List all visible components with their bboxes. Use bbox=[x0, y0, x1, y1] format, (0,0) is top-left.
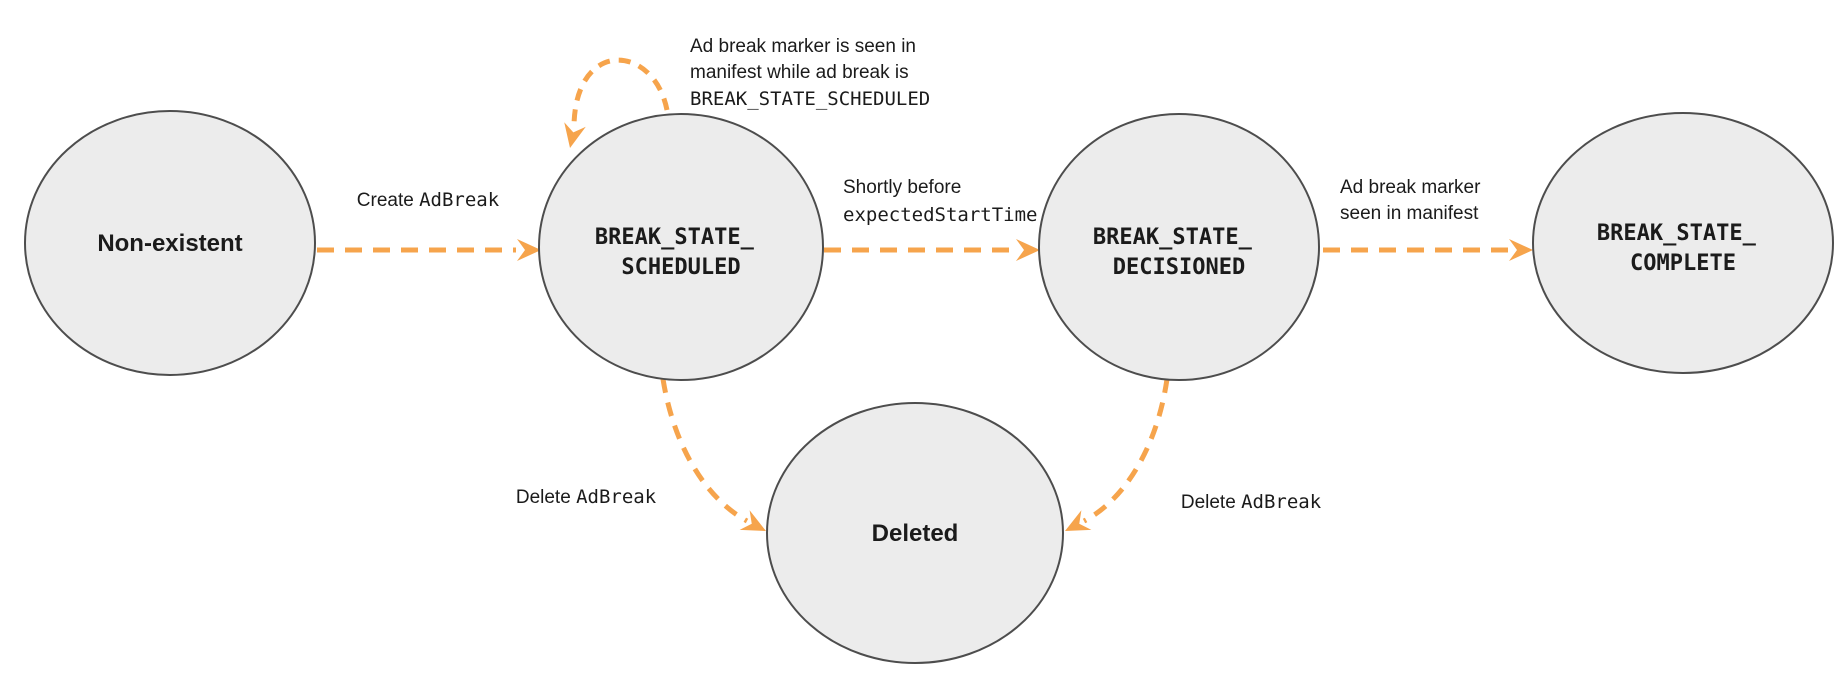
edge-delete-left-label-plain: Delete bbox=[516, 487, 576, 508]
state-circle bbox=[1532, 112, 1834, 374]
edge-self-loop-label-line2: manifest while ad break is bbox=[690, 62, 909, 83]
edge-marker-seen-label-line1: Ad break marker bbox=[1340, 177, 1481, 198]
arrowhead-icon bbox=[1509, 239, 1533, 261]
edge-shortly-before-label: Shortly before expectedStartTime bbox=[843, 177, 1037, 226]
state-label-non-existent: Non-existent bbox=[97, 230, 242, 257]
edge-delete-right-label: Delete AdBreak bbox=[1181, 491, 1322, 513]
state-label-decisioned: BREAK_STATE_ DECISIONED bbox=[1093, 225, 1265, 280]
state-circle bbox=[766, 402, 1064, 664]
arrowhead-icon bbox=[517, 239, 541, 261]
edge-delete-from-scheduled: Delete AdBreak bbox=[516, 378, 766, 531]
arrowhead-icon bbox=[1065, 510, 1092, 531]
edge-delete-from-decisioned: Delete AdBreak bbox=[1065, 378, 1322, 531]
state-node-deleted: Deleted bbox=[766, 402, 1064, 664]
state-label-scheduled-line1: BREAK_STATE_ bbox=[595, 225, 755, 250]
edge-delete-right-label-plain: Delete bbox=[1181, 492, 1241, 513]
edge-delete-right-label-code: AdBreak bbox=[1241, 491, 1322, 513]
edge-marker-seen: Ad break marker seen in manifest bbox=[1323, 177, 1533, 261]
edge-delete-left-label-code: AdBreak bbox=[576, 486, 657, 508]
arrowhead-icon bbox=[739, 510, 766, 531]
state-node-non-existent: Non-existent bbox=[24, 110, 316, 376]
edge-marker-seen-label: Ad break marker seen in manifest bbox=[1340, 177, 1484, 224]
edge-marker-seen-label-line2: seen in manifest bbox=[1340, 203, 1479, 224]
edge-create-adbreak: Create AdBreak bbox=[317, 189, 541, 261]
state-label-complete: BREAK_STATE_ COMPLETE bbox=[1597, 221, 1769, 276]
edge-shortly-before-label-line1: Shortly before bbox=[843, 177, 961, 198]
state-node-complete: BREAK_STATE_ COMPLETE bbox=[1532, 112, 1834, 374]
edge-shortly-before-label-line2: expectedStartTime bbox=[843, 204, 1037, 226]
state-label-decisioned-line1: BREAK_STATE_ bbox=[1093, 225, 1253, 250]
state-circle bbox=[1038, 113, 1320, 381]
edge-self-loop-label-line1: Ad break marker is seen in bbox=[690, 36, 916, 57]
edge-shortly-before: Shortly before expectedStartTime bbox=[824, 177, 1040, 261]
edge-self-loop-line bbox=[571, 57, 670, 126]
state-label-decisioned-line2: DECISIONED bbox=[1113, 255, 1245, 280]
edge-self-loop-label: Ad break marker is seen in manifest whil… bbox=[690, 36, 930, 110]
state-circle bbox=[538, 113, 824, 381]
arrowhead-icon bbox=[1016, 239, 1040, 261]
edge-delete-right-line bbox=[1082, 378, 1170, 524]
edge-create-label-code: AdBreak bbox=[419, 189, 500, 211]
edge-create-label: Create AdBreak bbox=[357, 189, 500, 211]
state-label-complete-line1: BREAK_STATE_ bbox=[1597, 221, 1757, 246]
edge-delete-left-line bbox=[660, 378, 749, 524]
state-label-scheduled: BREAK_STATE_ SCHEDULED bbox=[595, 225, 767, 280]
edge-delete-left-label: Delete AdBreak bbox=[516, 486, 657, 508]
state-node-decisioned: BREAK_STATE_ DECISIONED bbox=[1038, 113, 1320, 381]
edge-self-loop-scheduled: Ad break marker is seen in manifest whil… bbox=[564, 36, 930, 148]
state-label-deleted: Deleted bbox=[872, 520, 959, 547]
state-label-complete-line2: COMPLETE bbox=[1630, 251, 1736, 276]
state-label-scheduled-line2: SCHEDULED bbox=[621, 255, 740, 280]
edge-self-loop-label-line3: BREAK_STATE_SCHEDULED bbox=[690, 88, 930, 110]
state-circle bbox=[24, 110, 316, 376]
edge-create-label-plain: Create bbox=[357, 190, 419, 211]
state-node-scheduled: BREAK_STATE_ SCHEDULED bbox=[538, 113, 824, 381]
arrowhead-icon bbox=[564, 122, 586, 148]
